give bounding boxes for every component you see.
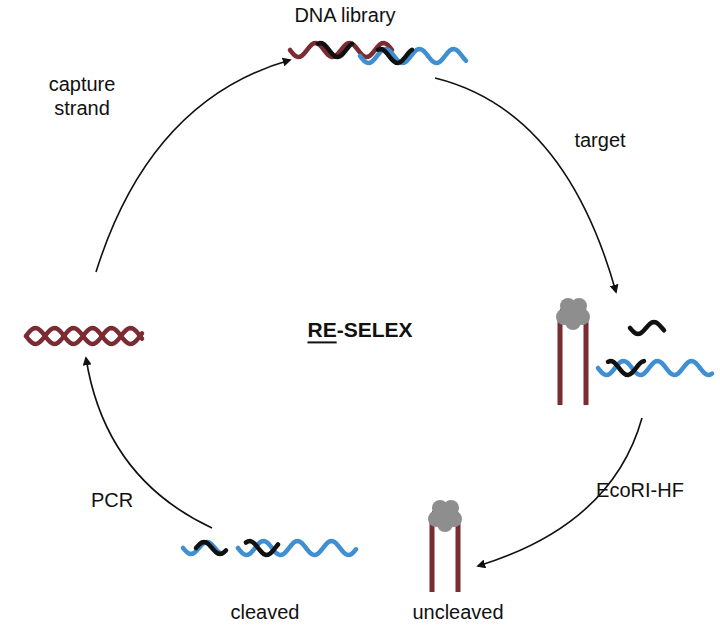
step-label: EcoRI-HF bbox=[596, 478, 684, 502]
dna-strand bbox=[360, 49, 466, 63]
target-molecule bbox=[443, 500, 459, 516]
dna-strand bbox=[26, 328, 142, 344]
method-title: RE-SELEX bbox=[307, 317, 412, 342]
cycle-arrow bbox=[86, 358, 212, 528]
dna-strand bbox=[238, 541, 356, 555]
cycle-arrow bbox=[435, 78, 616, 292]
dna-strand bbox=[196, 542, 226, 554]
state-label: cleaved bbox=[231, 600, 300, 624]
dna-strand bbox=[598, 361, 712, 375]
cycle-arrow bbox=[96, 60, 290, 272]
dna-strand bbox=[318, 43, 352, 57]
step-label: PCR bbox=[91, 488, 133, 512]
step-label: capture strand bbox=[37, 72, 127, 120]
target-molecule bbox=[565, 314, 581, 330]
dna-strand bbox=[26, 328, 142, 344]
dna-strand bbox=[630, 322, 664, 334]
step-label: target bbox=[574, 128, 625, 152]
dna-strand bbox=[246, 541, 278, 555]
state-label: uncleaved bbox=[412, 600, 503, 624]
target-molecule bbox=[571, 298, 587, 314]
stage-label: DNA library bbox=[294, 3, 395, 27]
dna-strand bbox=[378, 49, 412, 63]
target-molecule bbox=[437, 516, 453, 532]
dna-strand bbox=[608, 361, 644, 375]
title-underline bbox=[307, 341, 336, 343]
